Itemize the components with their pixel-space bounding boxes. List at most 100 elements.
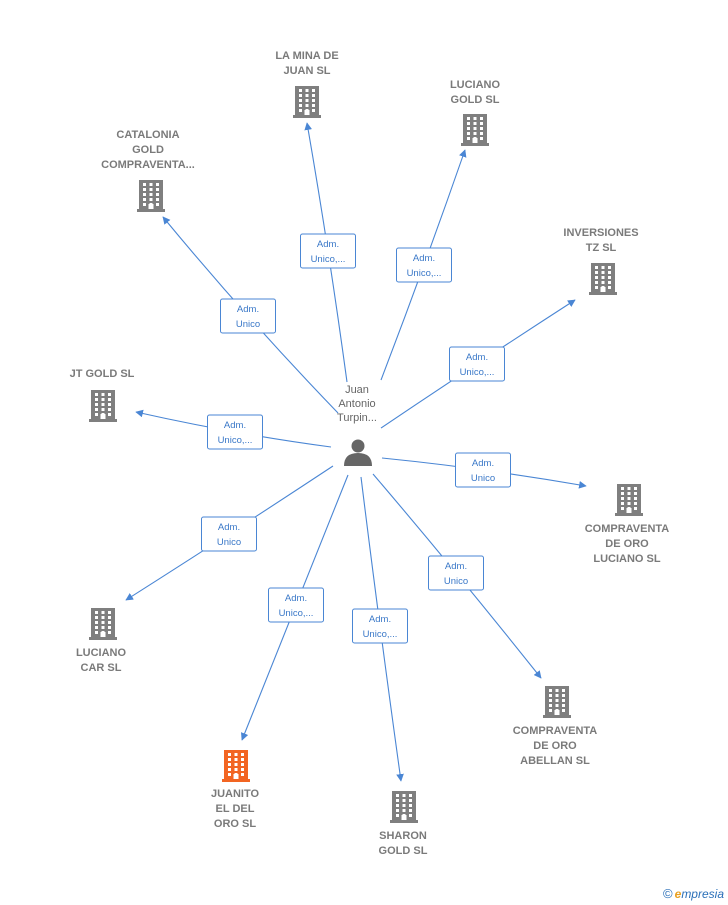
edge-label-box: [201, 516, 257, 552]
building-window: [473, 117, 477, 120]
building-window: [473, 127, 477, 130]
company-name-line: TZ SL: [586, 242, 617, 254]
empresia-brand[interactable]: ©empresia: [663, 886, 724, 901]
company-node-catalonia-gold[interactable]: CATALONIAGOLDCOMPRAVENTA...: [101, 129, 195, 212]
edge-label-box: [352, 608, 408, 644]
building-door: [304, 110, 310, 115]
center-node[interactable]: JuanAntonioTurpin...: [337, 384, 377, 466]
building-icon: [89, 608, 117, 640]
building-window: [480, 132, 483, 135]
building-window: [305, 94, 309, 97]
edge-label-sharon-gold[interactable]: Adm.Unico,...: [352, 608, 408, 644]
company-name-line: LUCIANO: [76, 647, 127, 659]
company-name-line: LA MINA DE: [275, 50, 338, 62]
building-window: [312, 109, 315, 112]
building-window: [595, 266, 598, 269]
edge-label-compraventa-luciano[interactable]: Adm.Unico: [455, 452, 511, 488]
building-window: [312, 104, 315, 107]
building-window: [101, 611, 105, 614]
building-base: [615, 513, 643, 516]
building-window: [396, 809, 399, 812]
building-door: [100, 632, 106, 637]
edge-label-line: Unico,...: [218, 435, 253, 446]
building-window: [562, 694, 565, 697]
edge-label-la-mina-de-juan[interactable]: Adm.Unico,...: [300, 233, 356, 269]
edge-label-line: Unico,...: [311, 254, 346, 265]
edge-label-line: Unico,...: [407, 268, 442, 279]
edge-label-jt-gold[interactable]: Adm.Unico,...: [207, 414, 263, 450]
person-name-line: Turpin...: [337, 412, 377, 424]
building-window: [480, 117, 483, 120]
building-window: [634, 497, 637, 500]
building-window: [634, 507, 637, 510]
edge-label-luciano-car[interactable]: Adm.Unico: [201, 516, 257, 552]
building-window: [95, 408, 98, 411]
building-icon: [137, 180, 165, 212]
building-window: [467, 127, 470, 130]
building-window: [156, 193, 159, 196]
building-window: [467, 122, 470, 125]
building-door: [233, 774, 239, 779]
building-window: [241, 768, 244, 771]
building-window: [234, 763, 238, 766]
building-window: [108, 611, 111, 614]
edge-label-juanito-el-del-oro[interactable]: Adm.Unico,...: [268, 587, 324, 623]
edge-label-box: [220, 298, 276, 334]
building-window: [396, 794, 399, 797]
edge-label-compraventa-abellan[interactable]: Adm.Unico: [428, 555, 484, 591]
edge-label-line: Adm.: [369, 614, 391, 625]
building-window: [595, 271, 598, 274]
building-window: [562, 689, 565, 692]
building-door: [554, 710, 560, 715]
building-window: [634, 487, 637, 490]
building-window: [467, 132, 470, 135]
building-window: [156, 183, 159, 186]
building-window: [402, 794, 406, 797]
edge-label-line: Adm.: [466, 352, 488, 363]
building-window: [305, 99, 309, 102]
building-window: [409, 804, 412, 807]
building-window: [95, 398, 98, 401]
building-window: [634, 492, 637, 495]
edge-label-box: [396, 247, 452, 283]
company-name-line: EL DEL: [216, 803, 255, 815]
building-icon: [589, 263, 617, 295]
building-base: [390, 820, 418, 823]
building-window: [473, 132, 477, 135]
company-node-jt-gold[interactable]: JT GOLD SL: [70, 368, 135, 422]
building-window: [562, 709, 565, 712]
building-window: [95, 413, 98, 416]
edge-label-inversiones-tz[interactable]: Adm.Unico,...: [449, 346, 505, 382]
company-name-line: JUAN SL: [283, 65, 330, 77]
brand-logo-initial: e: [674, 887, 682, 901]
building-window: [95, 631, 98, 634]
building-window: [95, 403, 98, 406]
building-window: [101, 408, 105, 411]
building-door: [100, 414, 106, 419]
building-window: [555, 689, 559, 692]
building-window: [480, 137, 483, 140]
edge-label-line: Unico: [236, 319, 260, 330]
building-window: [621, 492, 624, 495]
edge-label-luciano-gold[interactable]: Adm.Unico,...: [396, 247, 452, 283]
edge-label-catalonia-gold[interactable]: Adm.Unico: [220, 298, 276, 334]
company-name-line: DE ORO: [533, 740, 577, 752]
building-icon: [543, 686, 571, 718]
building-window: [549, 704, 552, 707]
edge-label-box: [207, 414, 263, 450]
building-window: [299, 99, 302, 102]
building-icon: [222, 750, 250, 782]
building-window: [601, 281, 605, 284]
building-window: [156, 203, 159, 206]
building-window: [149, 193, 153, 196]
company-node-la-mina-de-juan[interactable]: LA MINA DE JUAN SL: [275, 50, 339, 118]
building-window: [241, 763, 244, 766]
